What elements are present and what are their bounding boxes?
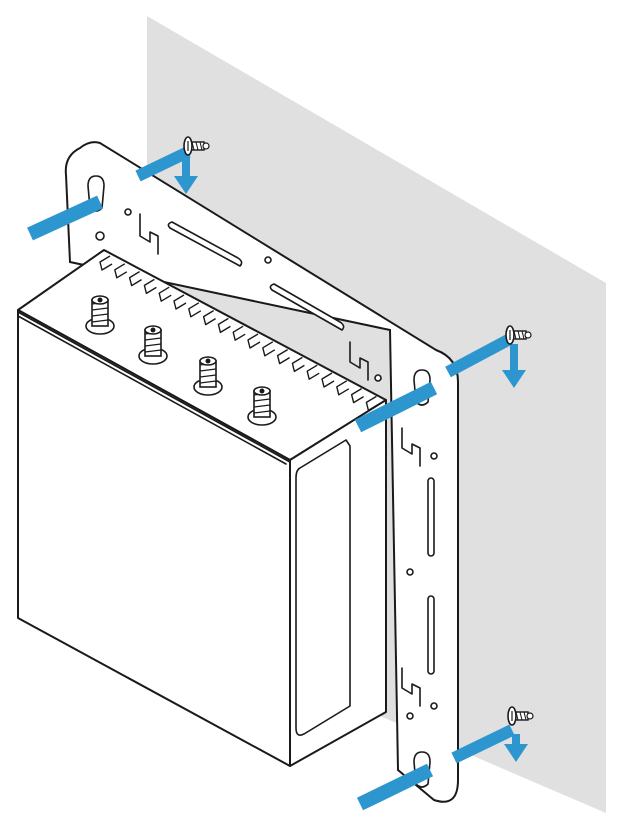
antenna-pin	[98, 298, 103, 303]
arrow-icon	[510, 344, 518, 370]
hole	[125, 209, 131, 215]
slot-vertical-1	[428, 478, 434, 556]
hole	[96, 232, 104, 240]
hole	[431, 453, 437, 459]
hole	[375, 375, 381, 381]
hole	[431, 703, 437, 709]
antenna-pin	[206, 359, 211, 364]
screw-tip	[527, 713, 533, 719]
hole	[407, 713, 413, 719]
antenna-pin	[151, 328, 156, 333]
pc-side-panel	[296, 440, 350, 735]
screw-tip	[203, 143, 209, 149]
antenna-pin	[260, 389, 265, 394]
hole	[407, 569, 413, 575]
hole	[265, 257, 271, 263]
screw-tip	[525, 332, 531, 338]
slot-vertical-2	[428, 596, 434, 674]
arrow-icon	[512, 734, 520, 744]
